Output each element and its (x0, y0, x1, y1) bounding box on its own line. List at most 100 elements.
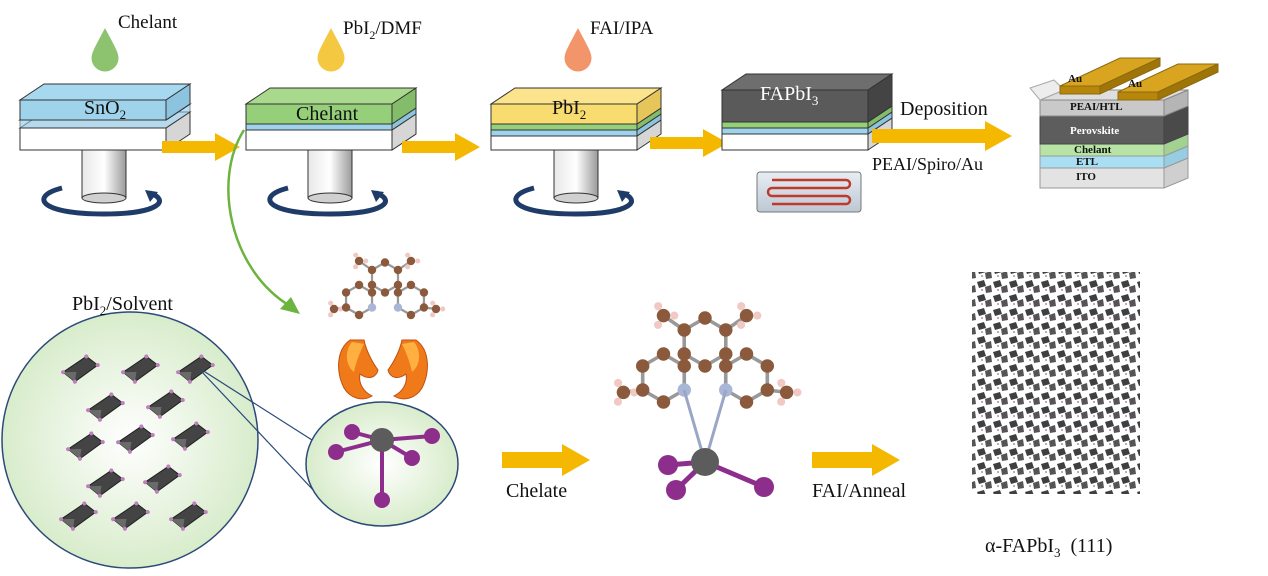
crystal-lattice (972, 272, 1140, 494)
pbi6-octahedron (111, 501, 150, 531)
rotation-arrow-icon (41, 185, 162, 217)
chelate-complex (613, 302, 802, 500)
film-label: FAPbI (760, 83, 812, 105)
iodine-atom (666, 480, 686, 500)
svg-text:PbI2: PbI2 (552, 97, 586, 122)
svg-text:PbI2/DMF: PbI2/DMF (343, 18, 422, 42)
anneal-arrow (812, 444, 900, 476)
carbon-atom (393, 288, 403, 297)
carbon-atom (354, 310, 364, 320)
chelate-label: Chelate (506, 480, 567, 502)
deposition-sublabel: PEAI/Spiro/Au (872, 154, 983, 174)
layer-label: PbI (552, 97, 580, 119)
layer-label: Chelant (1074, 144, 1112, 156)
layer-label-sub: 2 (580, 107, 587, 122)
carbon-atom (760, 359, 775, 373)
droplet-icon (316, 25, 346, 73)
carbon-atom (760, 383, 775, 397)
deposition-arrow (872, 121, 1012, 151)
top-layer (489, 87, 663, 125)
pbi6-octahedron (86, 468, 125, 498)
pbi6-octahedron (116, 424, 155, 454)
pbi6-octahedron (146, 389, 185, 419)
pbi6-octahedron (61, 354, 100, 384)
carbon-atom (719, 323, 733, 337)
carbon-atom (419, 303, 429, 312)
process-arrow (402, 133, 480, 161)
layer-label: PEAI/HTL (1070, 101, 1123, 113)
carbon-atom (698, 311, 712, 325)
carbon-atom (635, 359, 650, 373)
hotplate-icon (756, 171, 862, 213)
carbon-atom (677, 359, 691, 373)
rotation-arrow-icon (267, 185, 388, 217)
pbi6-octahedron (121, 354, 160, 384)
top-layer (18, 83, 192, 121)
octahedra-cluster (59, 354, 215, 531)
pillar (81, 149, 127, 199)
carbon-atom (719, 347, 733, 361)
electrode-2 (1117, 63, 1219, 101)
svg-text:PbI2/Solvent: PbI2/Solvent (72, 293, 173, 318)
drop-label-sub: 2 (369, 28, 375, 42)
rotation-arrow-icon (513, 185, 634, 217)
annealed-film: FAPbI3 (720, 73, 894, 213)
carbon-atom (677, 323, 691, 337)
carbon-atom (698, 359, 712, 373)
chelant-molecule-small (328, 252, 446, 320)
chelate-arrow (502, 444, 590, 476)
pbi6-octahedron (66, 431, 105, 461)
carbon-atom (367, 265, 377, 275)
pbi6-octahedron (59, 501, 98, 531)
svg-text:α-FAPbI3 (111): α-FAPbI3 (111) (985, 535, 1112, 560)
carbon-atom (367, 288, 377, 297)
pbi6-octahedron (176, 354, 215, 384)
carbon-atom (739, 395, 754, 409)
film-label-sub: 3 (812, 93, 819, 108)
anneal-label: FAI/Anneal (812, 480, 906, 502)
droplet-icon (563, 25, 593, 73)
electrode-label: Au (1068, 73, 1082, 85)
process-arrow (162, 133, 240, 161)
drop-label: Chelant (118, 12, 178, 33)
carbon-atom (677, 347, 691, 361)
process-arrow (650, 129, 728, 157)
product-label-sub: 3 (1054, 545, 1061, 560)
carbon-atom (354, 280, 364, 290)
carbon-atom (341, 288, 351, 297)
carbon-atom (739, 347, 754, 361)
svg-text:SnO2: SnO2 (84, 97, 126, 122)
carbon-atom (406, 280, 416, 290)
deposition-label: Deposition (900, 98, 988, 120)
solution-circle (1, 311, 259, 569)
pillar (553, 149, 599, 199)
device-stack: Au Au PEAI/HTL Perovskite Chelant ETL IT… (1029, 57, 1219, 189)
nitrogen-atom (393, 303, 403, 312)
spin-coat-step-3: FAI/IPA PbI2 (489, 18, 663, 217)
lead-atom (691, 448, 719, 476)
svg-text:FAPbI3: FAPbI3 (760, 83, 818, 108)
pbi6-octahedron (86, 392, 125, 422)
claw-icon (338, 339, 428, 400)
nitrogen-atom (367, 303, 377, 312)
carbon-atom (380, 288, 390, 297)
iodine-atom (754, 477, 774, 497)
carbon-atom (341, 303, 351, 312)
solution-label-sub: 2 (100, 303, 107, 318)
pbi2-zoom (305, 401, 459, 527)
iodine-atom (658, 455, 678, 475)
product-label-after: (111) (1061, 535, 1113, 557)
spin-coat-step-2: PbI2/DMF Chelant (244, 18, 422, 217)
layer-label: ETL (1076, 156, 1098, 168)
layer-label: Perovskite (1070, 125, 1119, 137)
carbon-atom (393, 280, 403, 290)
top-layer (244, 87, 418, 125)
carbon-atom (635, 383, 650, 397)
carbon-atom (367, 280, 377, 290)
product-label: α-FAPbI (985, 535, 1054, 557)
carbon-atom (419, 288, 429, 297)
carbon-atom (656, 347, 671, 361)
layer-label: ITO (1076, 171, 1096, 183)
